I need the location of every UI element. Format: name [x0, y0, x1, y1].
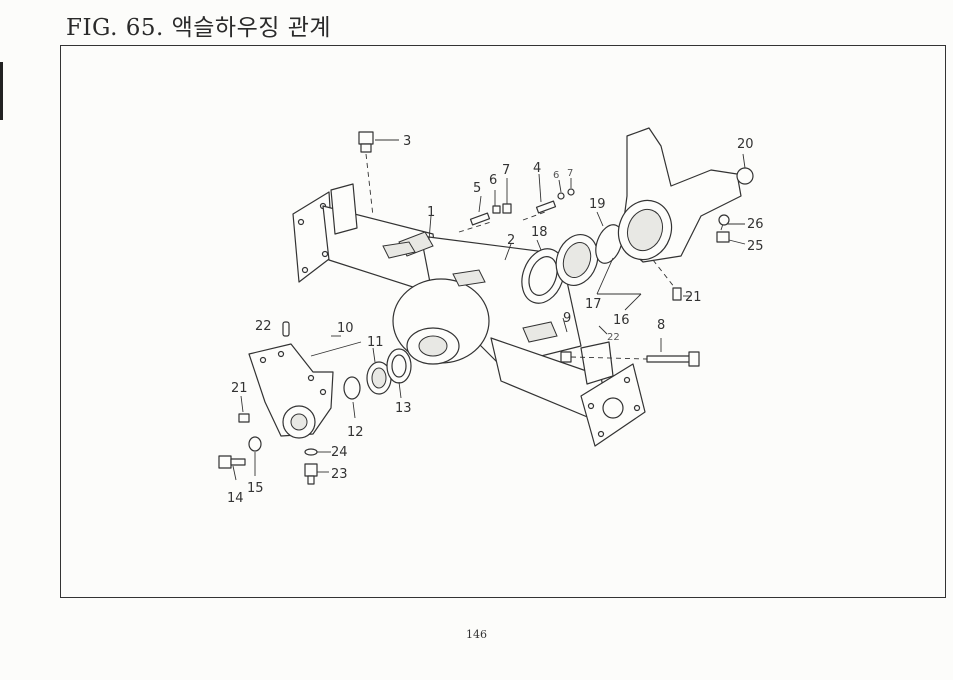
callout-3: 3	[403, 134, 411, 149]
callout-15: 15	[247, 481, 264, 496]
callout-25: 25	[747, 239, 764, 254]
callout-20: 20	[737, 137, 754, 152]
callout-10: 10	[337, 321, 354, 336]
callout-5: 5	[473, 181, 481, 196]
left-fasteners	[218, 321, 318, 485]
bearing-set-right	[521, 224, 623, 304]
figure-title: FIG. 65. 액슬하우징 관계	[66, 15, 332, 41]
callout-21-right: 21	[685, 290, 702, 305]
small-fittings	[458, 188, 575, 233]
exploded-view-diagram: 1 2 3 4 5 6 7 6 7 8 9 10 11 12 13 14 15 …	[218, 127, 764, 506]
callout-16: 16	[613, 313, 630, 328]
callout-19: 19	[589, 197, 606, 212]
callout-23: 23	[331, 467, 348, 482]
callout-7-left: 7	[502, 163, 510, 178]
long-bolt-part-8	[560, 351, 700, 367]
callout-labels: 1 2 3 4 5 6 7 6 7 8 9 10 11 12 13 14 15 …	[227, 134, 764, 506]
callout-6-right: 6	[553, 170, 559, 181]
callout-18: 18	[531, 225, 548, 240]
bearing-set-left	[343, 348, 412, 400]
steering-knuckle-left	[248, 343, 334, 439]
callout-8: 8	[657, 318, 665, 333]
axle-housing	[292, 183, 646, 447]
callout-2: 2	[507, 233, 515, 248]
callout-24: 24	[331, 445, 348, 460]
callout-9: 9	[563, 311, 571, 326]
callout-17: 17	[585, 297, 602, 312]
callout-1: 1	[427, 205, 435, 220]
callout-26: 26	[747, 217, 764, 232]
callout-14: 14	[227, 491, 244, 506]
callout-11: 11	[367, 335, 384, 350]
plug-part-3	[358, 131, 399, 217]
callout-4: 4	[533, 161, 541, 176]
callout-12: 12	[347, 425, 364, 440]
callout-13: 13	[395, 401, 412, 416]
callout-6-left: 6	[489, 173, 497, 188]
leader-lines	[232, 153, 746, 481]
page-number: 146	[466, 628, 487, 641]
callout-21-left: 21	[231, 381, 248, 396]
callout-22-left: 22	[255, 319, 272, 334]
callout-22-right: 22	[607, 332, 620, 343]
diagram-frame: 1 2 3 4 5 6 7 6 7 8 9 10 11 12 13 14 15 …	[60, 45, 946, 598]
callout-7-right: 7	[567, 168, 573, 179]
steering-knuckle-right	[617, 127, 754, 301]
scan-edge-mark	[0, 62, 3, 120]
